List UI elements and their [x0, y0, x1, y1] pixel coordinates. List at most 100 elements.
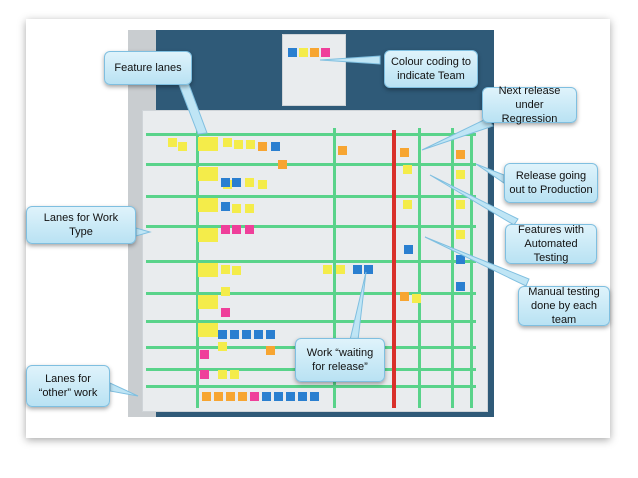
sticky-note: [245, 204, 254, 213]
sticky-note: [310, 392, 319, 401]
sticky-note: [202, 392, 211, 401]
sticky-note: [218, 370, 227, 379]
sticky-note: [221, 225, 230, 234]
arrow-next-release: [421, 117, 494, 151]
callout-release-production: Release going out to Production: [504, 163, 598, 203]
release-line: [392, 130, 396, 408]
column-line: [418, 128, 421, 408]
sticky-note: [245, 178, 254, 187]
team-note: [299, 48, 308, 57]
team-note: [321, 48, 330, 57]
sticky-note: [456, 255, 465, 264]
lane-line: [146, 320, 476, 323]
sticky-note: [250, 392, 259, 401]
sticky-note: [230, 330, 239, 339]
sticky-note: [254, 330, 263, 339]
arrow-other-work: [109, 382, 139, 397]
lane-line: [146, 133, 476, 136]
sticky-note: [214, 392, 223, 401]
sticky-note: [403, 165, 412, 174]
lane-label: [198, 137, 218, 151]
sticky-note: [266, 330, 275, 339]
sticky-note: [456, 200, 465, 209]
sticky-note: [298, 392, 307, 401]
sticky-note: [456, 282, 465, 291]
lane-line: [146, 225, 476, 228]
sticky-note: [278, 160, 287, 169]
sticky-note: [232, 204, 241, 213]
lane-label: [198, 167, 218, 181]
sticky-note: [238, 392, 247, 401]
sticky-note: [232, 266, 241, 275]
callout-next-release: Next release under Regression: [482, 85, 577, 125]
sticky-note: [230, 370, 239, 379]
lane-line: [146, 195, 476, 198]
sticky-note: [336, 265, 345, 274]
sticky-note: [400, 148, 409, 157]
team-note: [310, 48, 319, 57]
sticky-note: [200, 370, 209, 379]
sticky-note: [266, 346, 275, 355]
column-line: [333, 128, 336, 408]
sticky-note: [323, 265, 332, 274]
callout-automated-testing: Features with Automated Testing: [505, 224, 597, 264]
sticky-note: [232, 225, 241, 234]
lane-label: [198, 295, 218, 309]
sticky-note: [404, 245, 413, 254]
lane-line: [146, 163, 476, 166]
sticky-note: [353, 265, 362, 274]
sticky-note: [168, 138, 177, 147]
sticky-note: [400, 292, 409, 301]
sticky-note: [364, 265, 373, 274]
sticky-note: [221, 308, 230, 317]
sticky-note: [218, 330, 227, 339]
sticky-note: [226, 392, 235, 401]
arrow-waiting-release: [349, 271, 367, 341]
callout-waiting-release: Work “waiting for release”: [295, 338, 385, 382]
arrow-manual-testing: [424, 236, 530, 287]
sticky-note: [456, 230, 465, 239]
team-note: [288, 48, 297, 57]
callout-work-type: Lanes for Work Type: [26, 206, 136, 244]
sticky-note: [456, 150, 465, 159]
sticky-note: [456, 170, 465, 179]
sticky-note: [221, 178, 230, 187]
sticky-note: [262, 392, 271, 401]
lane-line: [146, 260, 476, 263]
callout-feature-lanes: Feature lanes: [104, 51, 192, 85]
sticky-note: [286, 392, 295, 401]
callout-manual-testing: Manual testing done by each team: [518, 286, 610, 326]
lane-line: [146, 385, 476, 388]
lane-line: [146, 292, 476, 295]
team-legend-sheet: [282, 34, 346, 106]
arrow-feature-lanes: [177, 81, 208, 135]
sticky-note: [258, 142, 267, 151]
arrow-release-production: [475, 163, 505, 184]
arrow-automated-testing: [429, 174, 519, 226]
sticky-note: [223, 138, 232, 147]
column-line: [451, 128, 454, 408]
sticky-note: [242, 330, 251, 339]
arrow-colour-coding: [319, 55, 381, 65]
sticky-note: [234, 140, 243, 149]
sticky-note: [245, 225, 254, 234]
arrow-work-type: [135, 227, 152, 237]
lane-label: [198, 323, 218, 337]
sticky-note: [274, 392, 283, 401]
sticky-note: [246, 140, 255, 149]
lane-label: [198, 263, 218, 277]
column-line: [196, 128, 199, 408]
sticky-note: [221, 287, 230, 296]
lane-label: [198, 228, 218, 242]
sticky-note: [232, 178, 241, 187]
sticky-note: [200, 350, 209, 359]
lane-label: [198, 198, 218, 212]
sticky-note: [258, 180, 267, 189]
column-line: [470, 128, 473, 408]
sticky-note: [221, 202, 230, 211]
callout-colour-coding: Colour coding to indicate Team: [384, 50, 478, 88]
sticky-note: [271, 142, 280, 151]
sticky-note: [221, 265, 230, 274]
sticky-note: [412, 294, 421, 303]
sticky-note: [178, 142, 187, 151]
